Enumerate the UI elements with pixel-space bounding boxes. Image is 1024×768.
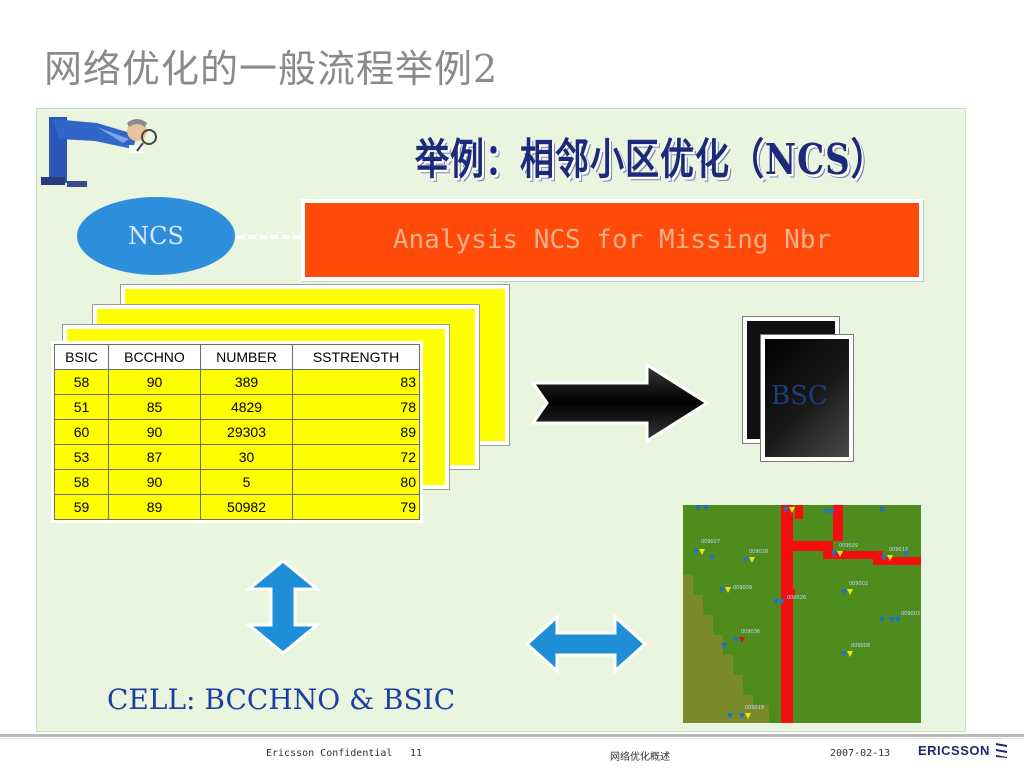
cell-map: 009027 009028 009029 009017 009009 [683, 505, 921, 723]
map-site-009027[interactable]: 009027 [693, 539, 720, 555]
footer-date: 2007-02-13 [830, 748, 891, 759]
cell-number: 389 [199, 369, 294, 395]
map-site-markers: 009027 009028 009029 009017 009009 [693, 505, 920, 719]
footer-topic: 网络优化概述 [610, 752, 670, 763]
table-row: 58 90 389 83 [54, 369, 420, 395]
site-label: 009019 [745, 705, 764, 711]
cell-number: 5 [199, 469, 294, 495]
site-label: 009017 [889, 547, 908, 553]
cell-sstrength: 83 [292, 369, 420, 395]
table-row: 60 90 29303 89 [54, 419, 420, 445]
right-arrow-icon [530, 362, 710, 444]
map-site-009008[interactable]: 009008 [841, 643, 870, 657]
cell-bcchno: 90 [107, 419, 202, 445]
map-site-009029[interactable]: 009029 [831, 543, 858, 557]
table-row: 59 89 50982 79 [54, 494, 420, 520]
map-site-009036[interactable]: 009036 [733, 629, 760, 643]
dashed-connector [237, 235, 301, 239]
cell-sstrength: 79 [292, 494, 420, 520]
cell-bsic: 60 [54, 419, 109, 445]
site-label: 009008 [851, 643, 870, 649]
map-site-009019[interactable]: 009019 [739, 705, 764, 719]
cell-sstrength: 72 [292, 444, 420, 470]
bsc-label: BSC [771, 381, 828, 411]
cell-number: 30 [199, 444, 294, 470]
site-label: 009009 [733, 585, 752, 591]
horizontal-double-arrow-icon [524, 613, 648, 675]
ericsson-mark-icon [995, 743, 1007, 758]
cell-bsic: 53 [54, 444, 109, 470]
bsc-card-front [760, 334, 854, 462]
footer-confidential: Ericsson Confidential [266, 748, 393, 759]
cell-sstrength: 89 [292, 419, 420, 445]
cell-bsic: 51 [54, 394, 109, 420]
map-site-009028[interactable]: 009028 [743, 549, 768, 563]
site-label: 009036 [741, 629, 760, 635]
cell-sstrength: 78 [292, 394, 420, 420]
table-row: 53 87 30 72 [54, 444, 420, 470]
map-site-009017[interactable]: 009017 [881, 547, 908, 561]
ncs-label: NCS [128, 222, 184, 250]
ncs-table: BSIC BCCHNO NUMBER SSTRENGTH 58 90 389 8… [54, 344, 420, 520]
map-site-extra [695, 505, 909, 719]
ncs-oval: NCS [77, 197, 235, 275]
map-site-009002[interactable]: 009002 [841, 581, 868, 595]
footer-divider [0, 734, 1024, 737]
cell-bcchno: 89 [107, 494, 202, 520]
logo-text: ERICSSON [918, 742, 990, 758]
slide-title: 网络优化的一般流程举例2 [44, 47, 499, 91]
cell-bsic: 58 [54, 369, 109, 395]
analysis-bar: Analysis NCS for Missing Nbr [301, 199, 923, 281]
col-header-sstrength: SSTRENGTH [292, 344, 420, 370]
map-site-009009[interactable]: 009009 [719, 585, 752, 593]
ericsson-logo: ERICSSON [918, 742, 1008, 758]
cell-bcchno: 85 [107, 394, 202, 420]
footer-divider-thin [0, 738, 1024, 739]
cell-bcchno: 87 [107, 444, 202, 470]
cell-number: 29303 [199, 419, 294, 445]
cell-bsic: 58 [54, 469, 109, 495]
site-label: 009003 [901, 611, 920, 617]
cell-number: 4829 [199, 394, 294, 420]
cell-bsic: 59 [54, 494, 109, 520]
ncs-table-container: BSIC BCCHNO NUMBER SSTRENGTH 58 90 389 8… [51, 341, 423, 523]
site-label: 009027 [701, 539, 720, 545]
cell-sstrength: 80 [292, 469, 420, 495]
footer-page-number: 11 [410, 748, 423, 759]
col-header-number: NUMBER [199, 344, 294, 370]
person-magnifier-icon [41, 117, 157, 187]
vertical-double-arrow-icon [244, 559, 322, 655]
cell-label: CELL: BCCHNO & BSIC [107, 683, 456, 716]
cell-bcchno: 90 [107, 369, 202, 395]
site-label: 009026 [787, 595, 806, 601]
content-panel: 举例：相邻小区优化（NCS） NCS Analysis NCS for Miss… [36, 108, 966, 732]
map-site-009026[interactable]: 009026 [773, 595, 806, 605]
map-site-009003[interactable]: 009003 [889, 611, 920, 623]
cell-number: 50982 [199, 494, 294, 520]
table-header-row: BSIC BCCHNO NUMBER SSTRENGTH [54, 344, 420, 370]
analysis-label: Analysis NCS for Missing Nbr [392, 225, 832, 255]
table-row: 58 90 5 80 [54, 469, 420, 495]
ncs-heading: 举例：相邻小区优化（NCS） [415, 135, 886, 185]
cell-bcchno: 90 [107, 469, 202, 495]
table-row: 51 85 4829 78 [54, 394, 420, 420]
site-label: 009002 [849, 581, 868, 587]
site-label: 009028 [749, 549, 768, 555]
col-header-bcchno: BCCHNO [107, 344, 202, 370]
col-header-bsic: BSIC [54, 344, 109, 370]
cell-map-canvas: 009027 009028 009029 009017 009009 [683, 505, 921, 723]
site-label: 009029 [839, 543, 858, 549]
